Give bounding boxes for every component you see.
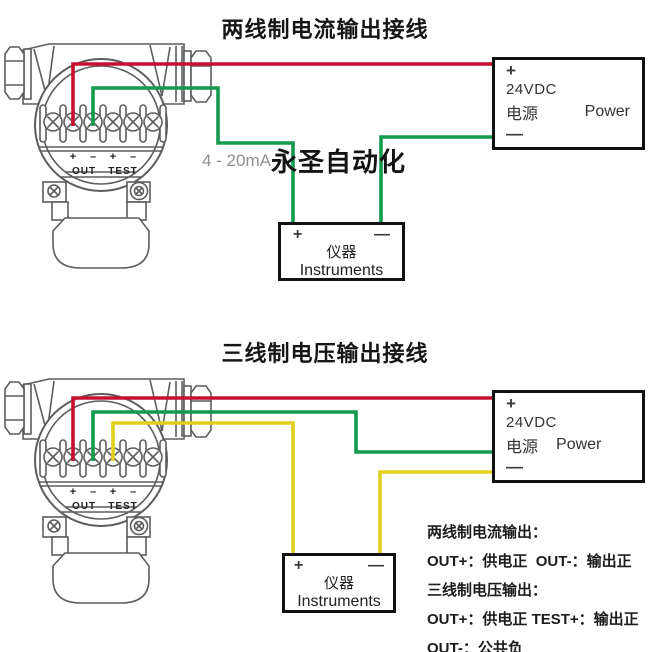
note-line: OUT+：供电正 OUT-：输出正 [427,553,632,570]
instruments-plus-terminal: + [294,557,304,574]
power-name-en: Power [556,436,602,454]
note-line: 两线制电流输出： [427,524,548,541]
instruments-name-en: Instruments [297,593,381,610]
diagram2-title: 三线制电压输出接线 [221,341,429,366]
instruments-minus-terminal: — [368,557,384,574]
power-plus-terminal: + [506,61,516,80]
transmitter-device-1 [4,43,212,269]
instruments-box-1: + — 仪器 Instruments [278,222,405,281]
wiring-notes: 两线制电流输出： OUT+：供电正 OUT-：输出正 三线制电压输出： OUT+… [427,518,649,652]
note-line: OUT-：公共负 [427,640,523,652]
power-plus-terminal: + [506,394,516,413]
power-voltage-label: 24VDC [506,80,557,98]
wire-2-out-minus-to-power-minus [91,410,494,461]
power-supply-box-2: + 24VDC 电源 Power — [492,390,645,483]
wire-2-power-minus-to-instruments-minus [378,470,494,556]
power-name-cn: 电源 [506,439,539,457]
wire-2-test-plus-to-instruments-plus [111,421,295,556]
instruments-name-cn: 仪器 [323,575,354,592]
instruments-box-2: + — 仪器 Instruments [282,553,396,613]
instruments-minus-terminal: — [374,226,390,243]
power-minus-terminal: — [506,456,523,476]
power-voltage-label: 24VDC [506,413,557,431]
wire-1-out-plus-to-power-plus [71,62,494,126]
wire-2-out-plus-to-power-plus [71,396,494,461]
note-line: 三线制电压输出： [427,582,548,599]
power-minus-terminal: — [506,123,523,143]
note-line: OUT+：供电正 TEST+：输出正 [427,611,639,628]
instruments-name-en: Instruments [299,262,384,279]
wire-1-instruments-minus-to-power-minus [379,135,494,225]
watermark-text: 永圣自动化 [270,147,406,177]
signal-range-text: 4 - 20mA [202,150,271,170]
instruments-plus-terminal: + [293,226,303,243]
instruments-name-cn: 仪器 [326,244,357,261]
power-supply-box-1: + 24VDC 电源 Power — [492,57,645,150]
power-name-en: Power [584,103,630,121]
power-name-cn: 电源 [506,106,539,124]
wire-1-out-minus-to-instruments-plus [91,86,295,225]
diagram1-title: 两线制电流输出接线 [221,17,429,42]
